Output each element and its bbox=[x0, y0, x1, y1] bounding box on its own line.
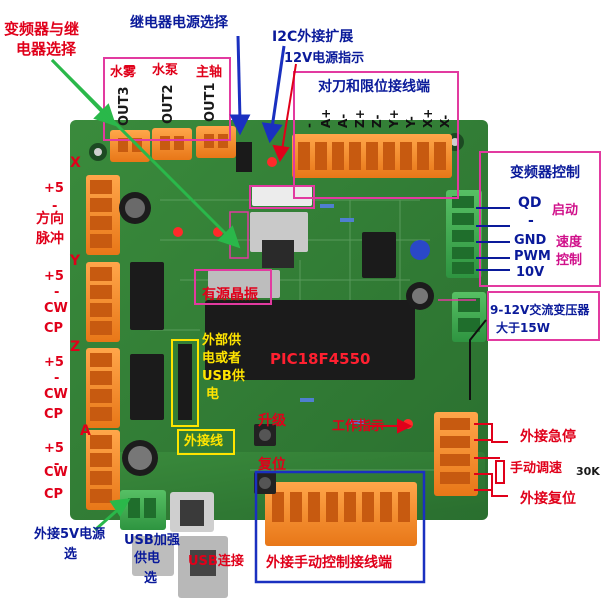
v10-label: 10V bbox=[516, 265, 545, 280]
axis-letter-a: A bbox=[80, 423, 91, 439]
chip-model-label: PIC18F4550 bbox=[270, 350, 371, 368]
transformer-label-line2: 大于15W bbox=[496, 321, 550, 335]
limit-pin-label: Z- bbox=[370, 114, 384, 128]
limit-pin-label: A+ bbox=[319, 108, 333, 128]
limit-pin-label: A- bbox=[336, 113, 350, 128]
limit-pin-label: Z+ bbox=[353, 109, 367, 128]
out2-label: OUT2 bbox=[161, 84, 176, 124]
oscillator bbox=[208, 270, 280, 298]
gnd-label: GND bbox=[514, 233, 547, 248]
work-indicator-label: 工作指示 bbox=[332, 419, 385, 434]
pump-label: 水泵 bbox=[152, 63, 179, 78]
power-source-label-line4: 电 bbox=[206, 387, 220, 402]
axis-letter-z: Z bbox=[70, 339, 81, 355]
i2c-expand-label: I2C外接扩展 bbox=[272, 29, 354, 45]
usb-boost-label-line1: USB加强 bbox=[124, 533, 180, 548]
relay-power-select-label: 继电器电源选择 bbox=[130, 15, 228, 31]
ext-estop-label: 外接急停 bbox=[520, 429, 576, 445]
out1-label: OUT1 bbox=[203, 82, 218, 122]
power-source-label-line1: 外部供 bbox=[202, 333, 242, 348]
pwm-label: PWM bbox=[514, 249, 551, 264]
vfd-control-label: 变频器控制 bbox=[510, 165, 580, 181]
axis-x-plus5: +5 bbox=[44, 181, 64, 196]
usb-boost-label-line2: 供电 bbox=[134, 551, 161, 566]
power-source-label-line2: 电或者 bbox=[202, 351, 242, 366]
output-terminal-blocks bbox=[110, 126, 236, 162]
ext-5v-terminal bbox=[120, 490, 166, 530]
ext5v-select-label-line1: 外接5V电源 bbox=[34, 527, 106, 542]
ext5v-select-label-line2: 选 bbox=[64, 547, 78, 562]
axis-x-minus: - bbox=[52, 199, 58, 214]
start-label: 启动 bbox=[552, 203, 579, 218]
axis-terminal-blocks bbox=[86, 175, 120, 510]
mist-label: 水雾 bbox=[110, 65, 137, 80]
axis-a-cw: CW bbox=[44, 465, 68, 480]
qd-label: QD bbox=[518, 195, 542, 211]
out3-label: OUT3 bbox=[117, 86, 132, 126]
axis-a-cp: CP bbox=[44, 487, 64, 502]
axis-y-minus: - bbox=[54, 285, 60, 300]
axis-a-plus5: +5 bbox=[44, 441, 64, 456]
v12-indicator-label: 12V电源指示 bbox=[284, 51, 365, 66]
vfd-relay-select-label-line2: 电器选择 bbox=[16, 40, 77, 58]
axis-z-cw: CW bbox=[44, 387, 68, 402]
speed-label-line2: 控制 bbox=[556, 253, 583, 268]
vfd-relay-select-label-line1: 变频器与继 bbox=[4, 20, 80, 38]
pic-chip bbox=[205, 300, 415, 380]
vfd-terminal-block bbox=[446, 190, 482, 278]
manual-control-terminal bbox=[265, 482, 417, 546]
tool-limit-terminal-label: 对刀和限位接线端 bbox=[318, 79, 430, 95]
ext-manual-terminal-label: 外接手动控制接线端 bbox=[266, 555, 392, 571]
axis-y-plus5: +5 bbox=[44, 269, 64, 284]
reset-label: 复位 bbox=[258, 457, 286, 473]
resistor-30k-label: 30K bbox=[576, 465, 600, 478]
axis-z-plus5: +5 bbox=[44, 355, 64, 370]
crystal-label: 有源晶振 bbox=[202, 287, 258, 303]
axis-letter-y: Y bbox=[70, 253, 81, 269]
usb-boost-label-line3: 选 bbox=[144, 571, 158, 586]
axis-y-cw: CW bbox=[44, 301, 68, 316]
limit-pin-label: X+ bbox=[421, 108, 435, 128]
axis-x-pulse: 脉冲 bbox=[36, 231, 64, 247]
ext-line-label: 外接线 bbox=[184, 434, 224, 449]
power-source-label-line3: USB供 bbox=[202, 369, 245, 384]
dash-label: - bbox=[528, 213, 534, 229]
axis-z-minus: - bbox=[54, 371, 60, 386]
axis-a-minus: - bbox=[54, 457, 60, 472]
axis-y-cp: CP bbox=[44, 321, 64, 336]
axis-x-dir: 方向 bbox=[36, 211, 64, 227]
ext-reset-label: 外接复位 bbox=[520, 491, 576, 507]
limit-pin-label: X- bbox=[438, 114, 452, 128]
limit-pin-label: Y- bbox=[404, 116, 418, 128]
usb-cable-label: USB连接 bbox=[188, 554, 244, 569]
limit-pin-label: - bbox=[302, 123, 316, 128]
upgrade-label: 升级 bbox=[258, 413, 286, 429]
axis-z-cp: CP bbox=[44, 407, 64, 422]
transformer-label-line1: 9-12V交流变压器 bbox=[490, 303, 590, 317]
limit-terminal-block bbox=[292, 134, 452, 178]
manual-speed-label: 手动调速 bbox=[510, 461, 563, 476]
spindle-label: 主轴 bbox=[196, 65, 223, 80]
speed-label-line1: 速度 bbox=[556, 235, 583, 250]
axis-letter-x: X bbox=[70, 155, 81, 171]
limit-pin-label: Y+ bbox=[387, 109, 401, 128]
